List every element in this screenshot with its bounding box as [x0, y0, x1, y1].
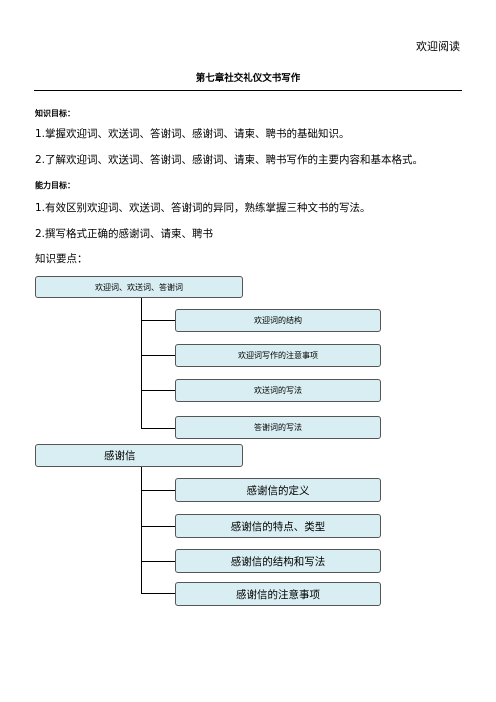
knowledge-goal-1: 1.掌握欢迎词、欢送词、答谢词、感谢词、请柬、聘书的基础知识。 [35, 128, 350, 140]
diagram1-child-box: 欢送词的写法 [175, 379, 381, 402]
ability-goal-2: 2.撰写格式正确的感谢词、请柬、聘书 [35, 228, 214, 240]
knowledge-goal-2: 2.了解欢迎词、欢送词、答谢词、感谢词、请柬、聘书写作的主要内容和基本格式。 [35, 154, 424, 166]
diagram1-child-box: 欢迎词写作的注意事项 [175, 344, 381, 367]
diagram1-connector [141, 320, 175, 321]
diagram2-child-label: 感谢信的注意事项 [236, 588, 320, 601]
diagram2-child-label: 感谢信的特点、类型 [230, 520, 326, 533]
diagram1-parent-label: 欢迎词、欢送词、答谢词 [95, 282, 183, 292]
diagram1-child-label: 欢迎词写作的注意事项 [238, 351, 318, 360]
knowledge-goals-label: 知识目标： [35, 109, 75, 118]
diagram1-child-label: 答谢词的写法 [254, 423, 302, 432]
diagram2-parent-label: 感谢信 [104, 450, 136, 462]
diagram2-child-box: 感谢信的特点、类型 [175, 514, 381, 538]
diagram1-connector [141, 390, 175, 391]
diagram2-parent-box: 感谢信 [35, 444, 243, 467]
diagram2-connector [141, 561, 175, 562]
diagram2-child-box: 感谢信的结构和写法 [175, 549, 381, 573]
diagram1-child-label: 欢迎词的结构 [254, 316, 302, 325]
diagram1-connector [141, 428, 175, 429]
diagram1-child-box: 欢迎词的结构 [175, 309, 381, 332]
title-divider [34, 90, 462, 91]
diagram1-connector-vertical [141, 298, 142, 428]
key-points-label: 知识要点： [35, 253, 88, 265]
diagram1-child-label: 欢送词的写法 [254, 386, 302, 395]
diagram1-child-box: 答谢词的写法 [175, 416, 381, 439]
diagram1-connector [141, 355, 175, 356]
diagram2-connector [141, 526, 175, 527]
diagram2-child-box: 感谢信的定义 [175, 478, 381, 502]
header-right-text: 欢迎阅读 [416, 40, 460, 53]
diagram2-child-label: 感谢信的结构和写法 [230, 555, 326, 568]
ability-goals-label: 能力目标： [35, 181, 75, 190]
diagram1-parent-box: 欢迎词、欢送词、答谢词 [35, 276, 243, 298]
diagram2-connector-vertical [141, 467, 142, 593]
document-title: 第七章社交礼仪文书写作 [195, 73, 301, 84]
diagram2-connector [141, 490, 175, 491]
ability-goal-1: 1.有效区别欢迎词、欢送词、答谢词的异同，熟练掌握三种文书的写法。 [35, 202, 371, 214]
diagram2-connector [141, 593, 175, 594]
diagram2-child-box: 感谢信的注意事项 [175, 582, 381, 606]
diagram2-child-label: 感谢信的定义 [246, 484, 310, 497]
